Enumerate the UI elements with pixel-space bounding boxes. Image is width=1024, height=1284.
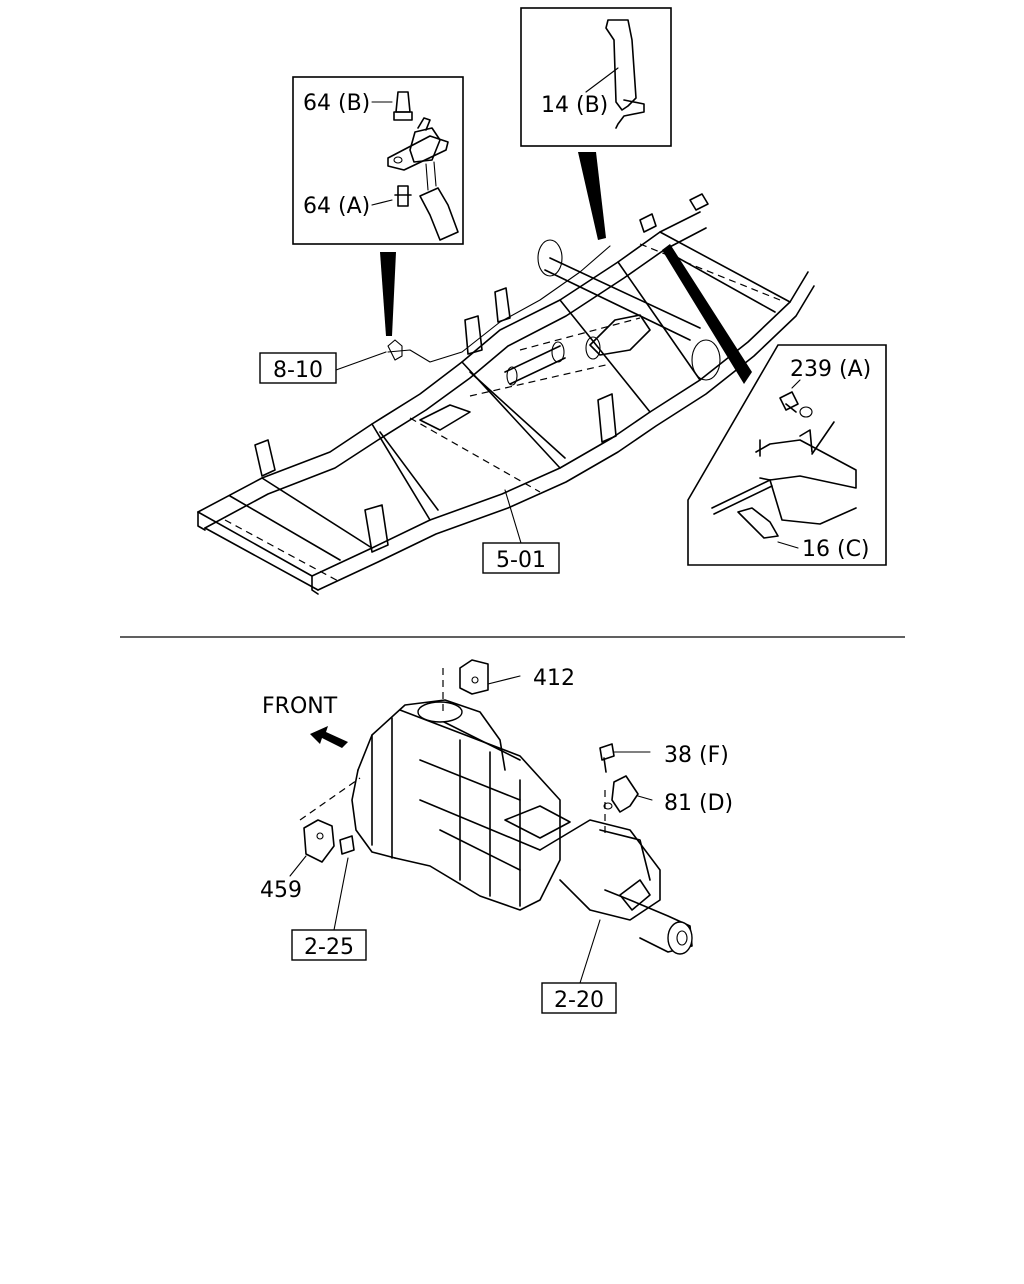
part-459-bracket: 459	[260, 819, 355, 903]
front-label: FRONT	[262, 694, 338, 719]
callout-bolt-clip-detail: 239 (A) 16 (C)	[687, 344, 887, 566]
ref-bracket: 2-25	[291, 857, 367, 961]
svg-text:5-01: 5-01	[496, 548, 546, 573]
label-14b: 14 (B)	[541, 93, 608, 118]
label-81d: 81 (D)	[664, 791, 733, 816]
label-38f: 38 (F)	[664, 743, 729, 768]
callout-pointer-sensor	[380, 252, 396, 336]
callout-clip-detail: 14 (B)	[520, 7, 672, 147]
callout-pointer-clip	[578, 152, 606, 240]
label-64a: 64 (A)	[303, 194, 370, 219]
callout-pointer-bolt	[662, 244, 752, 384]
part-412-bracket: 412	[459, 659, 575, 695]
part-38f-bolt: 38 (F)	[599, 743, 729, 773]
label-64b: 64 (B)	[303, 91, 370, 116]
svg-text:8-10: 8-10	[273, 358, 323, 383]
chassis-frame-drawing	[197, 193, 815, 595]
svg-text:2-20: 2-20	[554, 988, 604, 1013]
label-239a: 239 (A)	[790, 357, 871, 382]
front-indicator: FRONT	[262, 694, 348, 748]
part-81d-clip: 81 (D)	[603, 775, 733, 816]
transmission-drawing	[299, 668, 693, 955]
label-459: 459	[260, 878, 302, 903]
ref-transfer: 2-20	[541, 919, 617, 1014]
callout-sensor-detail: 64 (B) 64 (A)	[292, 76, 464, 245]
ref-frame: 5-01	[482, 489, 560, 574]
svg-text:2-25: 2-25	[304, 935, 354, 960]
front-arrow-icon	[310, 726, 348, 748]
ref-harness: 8-10	[259, 351, 387, 384]
label-16c: 16 (C)	[802, 537, 870, 562]
label-412: 412	[533, 666, 575, 691]
